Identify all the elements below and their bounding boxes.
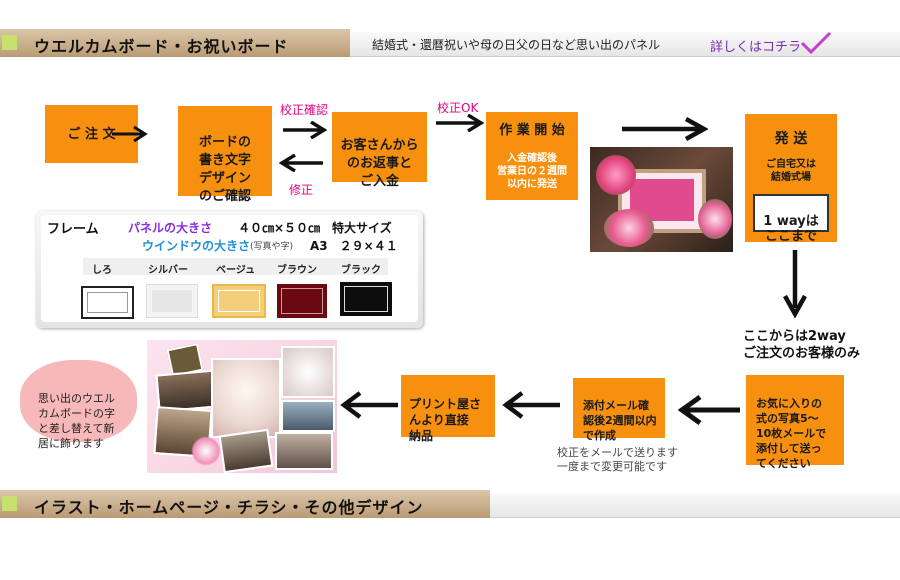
color-label-beige: ベージュ: [216, 265, 256, 276]
header-tab: [0, 490, 490, 518]
bubble-text: 思い出のウエル カムボードの字 と差し替えて新 居に飾ります: [38, 392, 115, 450]
collage-flower: [191, 436, 221, 466]
arrow-left-icon: [279, 154, 323, 172]
header-square-icon: [2, 35, 17, 50]
header-subtitle: 結婚式・還暦祝いや母の日父の日など思い出のパネル: [372, 38, 661, 52]
color-label-white: しろ: [92, 265, 112, 276]
header-bar: [350, 32, 900, 57]
approve-label: 校正確認: [280, 103, 329, 117]
panel-size-value: ４０㎝×５０㎝ 特大サイズ: [238, 221, 392, 235]
flower-bottom: [604, 209, 654, 247]
collage-photo-7: [281, 400, 335, 432]
header-square-icon: [2, 496, 17, 511]
collage-photo-6: [218, 428, 274, 473]
color-label-bar: [83, 258, 388, 275]
frame-title: フレーム: [47, 222, 99, 237]
window-size-note: (写真や字): [250, 242, 294, 252]
ok-label: 校正OK: [437, 101, 479, 115]
frame-swatch-brown: [277, 284, 327, 318]
frame-swatch-white: [81, 286, 134, 319]
collage-photo-8: [275, 432, 333, 470]
window-size-label: ウインドウの大きさ: [142, 239, 251, 253]
arrow-down-icon: [783, 250, 807, 318]
step-customer-reply: お客さんから のお返事と ご入金: [332, 112, 427, 189]
arrow-left-icon: [340, 391, 398, 419]
ship-note: ご自宅又は 結婚式場: [766, 159, 816, 183]
create-label: 添付メール確 認後2週間以内 で作成: [583, 399, 657, 442]
arrow-left-icon: [678, 394, 740, 426]
header-title: ウエルカムボード・お祝いボード: [34, 37, 289, 56]
deliver-label: プリント屋さ んより直接 納品: [409, 397, 482, 443]
section-header-design: イラスト・ホームページ・チラシ・その他デザイン: [0, 490, 900, 518]
details-link[interactable]: 詳しくはコチラ: [710, 40, 802, 55]
header-title: イラスト・ホームページ・チラシ・その他デザイン: [34, 498, 424, 517]
color-label-silver: シルバー: [148, 265, 188, 276]
frame-swatch-beige: [212, 284, 266, 318]
panel-size-label: パネルの大きさ: [128, 221, 213, 235]
flower-left: [596, 155, 636, 195]
arrow-right-icon: [283, 121, 327, 139]
oneway-badge: 1 wayは ここまで: [753, 194, 829, 244]
step-design-confirm-label: ボードの 書き文字 デザイン のご確認: [198, 135, 251, 204]
step-order-label: ご 注 文: [67, 127, 116, 142]
work-note: 入金確認後 営業日の２週間 以内に発送: [497, 153, 567, 190]
step-work-start: 作 業 開 始 入金確認後 営業日の２週間 以内に発送: [486, 112, 578, 200]
wedding-collage-photo: [147, 340, 337, 473]
color-label-brown: ブラウン: [277, 265, 317, 276]
speech-bubble: 思い出のウエル カムボードの字 と差し替えて新 居に飾ります: [20, 360, 137, 450]
step-create: 添付メール確 認後2週間以内 で作成: [573, 378, 665, 442]
work-title: 作 業 開 始: [499, 123, 565, 138]
arrow-right-icon: [622, 117, 708, 141]
arrow-left-icon: [502, 391, 560, 419]
section-header-welcome-board: ウエルカムボード・お祝いボード 結婚式・還暦祝いや母の日父の日など思い出のパネル…: [0, 29, 900, 57]
oneway-label: 1 wayは ここまで: [763, 214, 819, 244]
arrow-right-icon: [112, 126, 148, 142]
fix-label: 修正: [289, 183, 314, 197]
welcome-board-photo: [590, 147, 733, 252]
step-photo-request: お気に入りの 式の写真5～ 10枚メールで 添付して送っ てください: [746, 375, 844, 470]
collage-photo-4: [281, 346, 335, 398]
header-bar: [490, 493, 900, 518]
twoway-note: ここからは2way ご注文のお客様のみ: [743, 329, 861, 361]
header-tab: [0, 29, 350, 57]
frame-swatch-silver: [146, 284, 198, 318]
step-ship: 発 送 ご自宅又は 結婚式場 1 wayは ここまで: [745, 114, 837, 244]
step-customer-reply-label: お客さんから のお返事と ご入金: [340, 138, 419, 189]
step-deliver: プリント屋さ んより直接 納品: [401, 375, 495, 443]
flower-right: [698, 199, 732, 239]
frame-swatch-black: [340, 282, 392, 316]
ship-title: 発 送: [774, 131, 808, 147]
window-size-value: A3 ２９×４１: [310, 239, 398, 253]
photo-request-label: お気に入りの 式の写真5～ 10枚メールで 添付して送っ てください: [756, 397, 827, 470]
checkmark-icon: [800, 31, 832, 55]
arrow-right-icon: [436, 114, 484, 132]
step-design-confirm: ボードの 書き文字 デザイン のご確認: [178, 106, 272, 204]
proof-note: 校正をメールで送ります 一度まで変更可能です: [557, 446, 678, 473]
color-label-black: ブラック: [341, 265, 381, 276]
collage-photo-3: [211, 358, 281, 438]
